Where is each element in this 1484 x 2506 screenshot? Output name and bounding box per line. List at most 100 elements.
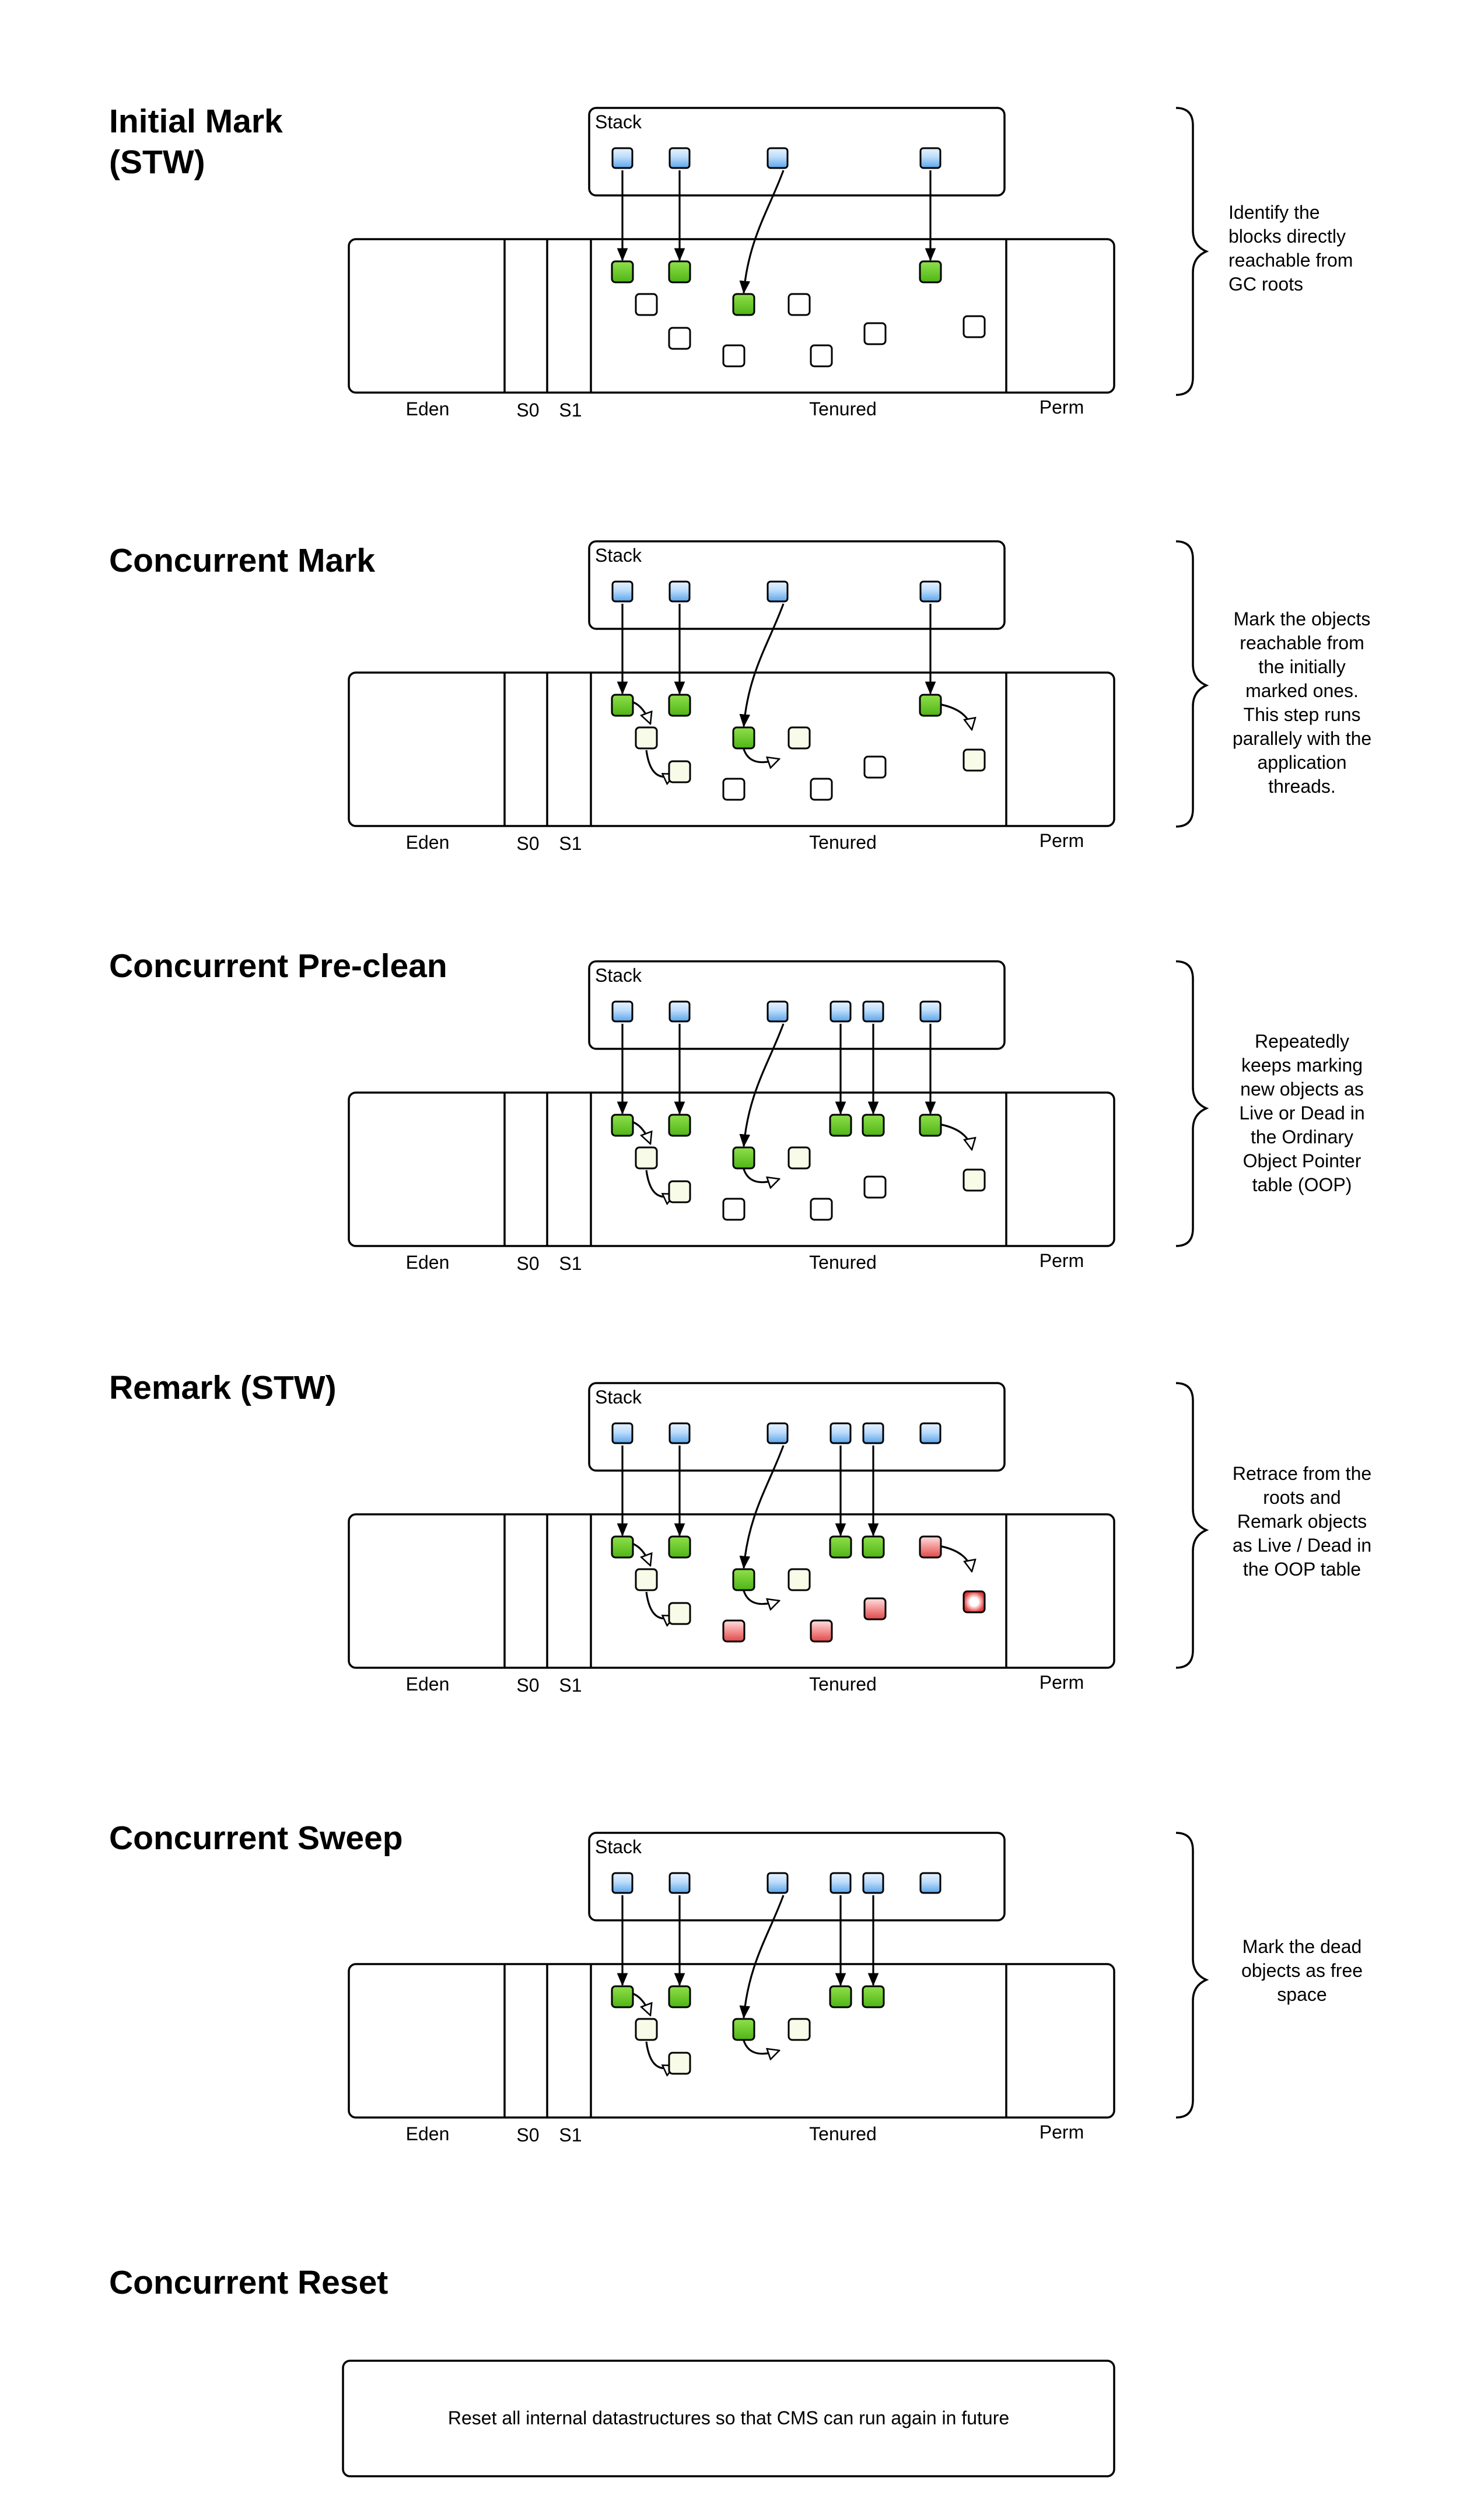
phase-description-line: the Ordinary: [1251, 1126, 1353, 1147]
phase-description-line: Object Pointer: [1243, 1150, 1362, 1171]
stack-root: [830, 1422, 852, 1444]
object-reference-arrow: [941, 704, 972, 730]
root-reference-arrow: [739, 603, 785, 727]
stack-root: [611, 1872, 634, 1894]
object-reference-arrow: [743, 2040, 779, 2054]
phase-brace: [1175, 107, 1209, 396]
object-reference-arrow: [633, 1121, 650, 1144]
dead-object-highlighted: [963, 1590, 986, 1614]
stack-box: [588, 1382, 1006, 1472]
live-object: [668, 260, 691, 284]
live-object: [732, 293, 755, 316]
stack-root: [611, 147, 634, 169]
phase-description-line: new objects as: [1240, 1079, 1364, 1100]
s1-label: S1: [559, 833, 582, 854]
eden-label: Eden: [406, 832, 450, 853]
s1-label: S1: [559, 1675, 582, 1696]
heap-box: [348, 671, 1115, 827]
object-reference-arrow: [941, 1124, 972, 1150]
object-reference-arrow: [743, 1590, 779, 1604]
phase-description-line: parallely with the: [1233, 728, 1371, 749]
unmarked-object: [810, 344, 833, 368]
phase-description-line: GC roots: [1228, 274, 1303, 295]
tenured-label: Tenured: [809, 398, 877, 419]
stack-root: [668, 580, 691, 603]
root-reference-arrow: [739, 170, 785, 294]
phase-description-line: roots and: [1263, 1487, 1340, 1508]
stack-root: [611, 1422, 634, 1444]
s0-label: S0: [516, 833, 539, 854]
tenured-label: Tenured: [809, 2123, 877, 2144]
unmarked-object: [635, 293, 658, 316]
live-object: [732, 1568, 755, 1591]
unmarked-object: [863, 322, 887, 345]
reset-description: Reset all internal datastructures so tha…: [448, 2407, 1009, 2428]
eden-label: Eden: [406, 398, 450, 419]
stack-root: [830, 1872, 852, 1894]
perm-label: Perm: [1040, 1250, 1084, 1271]
stack-root: [919, 1422, 942, 1444]
stack-box: [588, 107, 1006, 197]
stack-box: [588, 540, 1006, 630]
stack-root: [862, 1000, 884, 1023]
heap-box: [348, 1513, 1115, 1669]
stack-root: [862, 1872, 884, 1894]
unmarked-object: [963, 315, 986, 338]
phase-title-line-1: Concurrent Sweep: [109, 1819, 403, 1857]
phase-description-line: objects as free: [1241, 1960, 1363, 1981]
heap-box: [348, 1091, 1115, 1247]
eden-label: Eden: [406, 2123, 450, 2144]
unmarked-object: [722, 778, 746, 801]
newly-marked-object: [788, 1568, 811, 1591]
object-reference-arrow: [743, 1168, 779, 1182]
root-reference-arrow: [739, 1445, 785, 1569]
s0-label: S0: [516, 1253, 539, 1274]
live-object: [611, 1114, 634, 1137]
stack-root: [919, 580, 942, 603]
live-object: [919, 1114, 942, 1137]
perm-label: Perm: [1040, 397, 1084, 418]
s1-label: S1: [559, 400, 582, 421]
stack-root: [919, 147, 942, 169]
phase-description-line: the initially: [1258, 656, 1345, 677]
phase-title-line-1: Initial Mark: [109, 103, 283, 140]
stack-box: [588, 1832, 1006, 1922]
stack-root: [862, 1422, 884, 1444]
object-reference-arrow: [633, 1543, 650, 1566]
stack-root: [766, 1422, 789, 1444]
stack-root: [919, 1000, 942, 1023]
phase-concurrent-pre-clean: Concurrent Pre-clean Stack Eden S0 S1 Te…: [109, 947, 1365, 1274]
newly-marked-object: [668, 760, 691, 783]
s0-label: S0: [516, 2124, 539, 2146]
unmarked-object: [722, 344, 746, 368]
newly-marked-object: [788, 2018, 811, 2041]
unmarked-object: [863, 755, 887, 779]
unmarked-object: [810, 778, 833, 801]
perm-label: Perm: [1040, 1672, 1084, 1693]
phase-title-line-1: Concurrent Reset: [109, 2264, 388, 2301]
s1-label: S1: [559, 1253, 582, 1274]
phase-brace: [1175, 1382, 1209, 1669]
newly-marked-object: [635, 1146, 658, 1170]
tenured-label: Tenured: [809, 1252, 877, 1273]
live-object: [668, 1114, 691, 1137]
dead-object: [810, 1619, 833, 1643]
live-object: [732, 1146, 755, 1170]
unmarked-object: [788, 293, 811, 316]
live-object: [611, 694, 634, 717]
stack-label: Stack: [595, 545, 642, 566]
live-object: [829, 1114, 852, 1137]
live-object: [611, 1985, 634, 2008]
stack-root: [766, 1872, 789, 1894]
phase-description-line: Identify the: [1228, 202, 1320, 223]
phase-brace: [1175, 1832, 1209, 2119]
heap-box: [348, 238, 1115, 394]
live-object: [668, 1985, 691, 2008]
phase-brace: [1175, 960, 1209, 1247]
phase-description-line: as Live / Dead in: [1233, 1535, 1371, 1556]
newly-marked-object: [668, 2052, 691, 2075]
stack-root: [668, 147, 691, 169]
stack-label: Stack: [595, 1387, 642, 1408]
live-object: [668, 1535, 691, 1559]
eden-label: Eden: [406, 1674, 450, 1695]
